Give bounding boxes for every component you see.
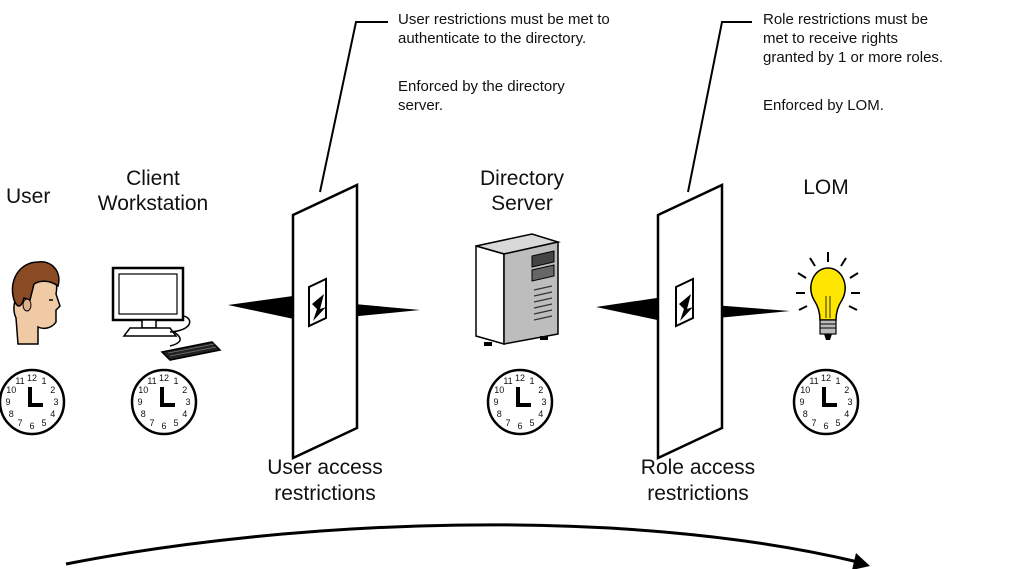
- user-access-label-line2: restrictions: [274, 482, 376, 505]
- clock-number: 12: [821, 373, 831, 383]
- clock-number: 2: [844, 385, 849, 395]
- clock-number: 6: [29, 421, 34, 431]
- clock-number: 4: [844, 409, 849, 419]
- clock-number: 3: [847, 397, 852, 407]
- clock-number: 1: [835, 376, 840, 386]
- user-note-line2: authenticate to the directory.: [398, 30, 586, 47]
- clock-number: 8: [141, 409, 146, 419]
- role-note-line2: met to receive rights: [763, 30, 898, 47]
- role-access-label-line1: Role access: [641, 456, 755, 479]
- clock-number: 6: [823, 421, 828, 431]
- clock-number: 4: [182, 409, 187, 419]
- clock-hands: [822, 387, 837, 407]
- user-note-line3: Enforced by the directory: [398, 78, 565, 95]
- clock-number: 7: [149, 418, 154, 428]
- role-note-line1: Role restrictions must be: [763, 11, 928, 28]
- lom-label: LOM: [803, 176, 849, 199]
- user-note-leader: [319, 21, 388, 193]
- directory-label-line2: Server: [491, 192, 553, 215]
- clock-number: 11: [503, 376, 512, 386]
- clock-number: 8: [803, 409, 808, 419]
- user-note-line4: server.: [398, 97, 443, 114]
- clock-hands: [516, 387, 531, 407]
- clock-number: 5: [41, 418, 46, 428]
- role-note-line3: granted by 1 or more roles.: [763, 49, 943, 66]
- clock-number: 8: [497, 409, 502, 419]
- clock-number: 11: [809, 376, 818, 386]
- clock-number: 11: [147, 376, 156, 386]
- clock-hands: [28, 387, 43, 407]
- clock-number: 12: [159, 373, 169, 383]
- clock-number: 2: [50, 385, 55, 395]
- clock-number: 1: [529, 376, 534, 386]
- clock-number: 5: [529, 418, 534, 428]
- clock-number: 10: [6, 385, 16, 395]
- clock-number: 6: [517, 421, 522, 431]
- clock-number: 6: [161, 421, 166, 431]
- clock-number: 9: [799, 397, 804, 407]
- clock-number: 7: [17, 418, 22, 428]
- clock-number: 8: [9, 409, 14, 419]
- person-head-icon: [11, 261, 61, 345]
- clock-number: 11: [15, 376, 24, 386]
- clock-number: 7: [811, 418, 816, 428]
- clock-number: 9: [493, 397, 498, 407]
- clock-hands: [160, 387, 175, 407]
- clock-number: 12: [515, 373, 525, 383]
- clock-number: 9: [5, 397, 10, 407]
- clock-number: 1: [173, 376, 178, 386]
- clock-number: 2: [182, 385, 187, 395]
- role-note-leader: [687, 21, 752, 193]
- user-restriction-wall: [291, 183, 359, 460]
- user-access-label-line1: User access: [267, 456, 383, 479]
- clock-number: 5: [835, 418, 840, 428]
- clock-number: 12: [27, 373, 37, 383]
- clock-number: 7: [505, 418, 510, 428]
- clock-number: 4: [50, 409, 55, 419]
- clock-number: 2: [538, 385, 543, 395]
- computer-workstation-icon: [111, 266, 222, 361]
- clock-number: 3: [541, 397, 546, 407]
- client-label-line2: Workstation: [98, 192, 209, 215]
- clock-number: 1: [41, 376, 46, 386]
- role-restriction-wall: [656, 183, 724, 460]
- tower-server-icon: [475, 233, 561, 346]
- clock-number: 9: [137, 397, 142, 407]
- directory-label-line1: Directory: [480, 167, 565, 190]
- clock-number: 3: [53, 397, 58, 407]
- clock-number: 10: [494, 385, 504, 395]
- light-bulb-icon: [796, 252, 860, 340]
- clock-number: 5: [173, 418, 178, 428]
- user-label: User: [6, 185, 50, 208]
- role-note-line4: Enforced by LOM.: [763, 97, 884, 114]
- clock-number: 4: [538, 409, 543, 419]
- clock-number: 10: [800, 385, 810, 395]
- role-access-label-line2: restrictions: [647, 482, 749, 505]
- user-note-line1: User restrictions must be met to: [398, 11, 610, 28]
- client-label-line1: Client: [126, 167, 180, 190]
- clock-number: 3: [185, 397, 190, 407]
- flow-arrow-icon: [65, 523, 870, 569]
- clock-number: 10: [138, 385, 148, 395]
